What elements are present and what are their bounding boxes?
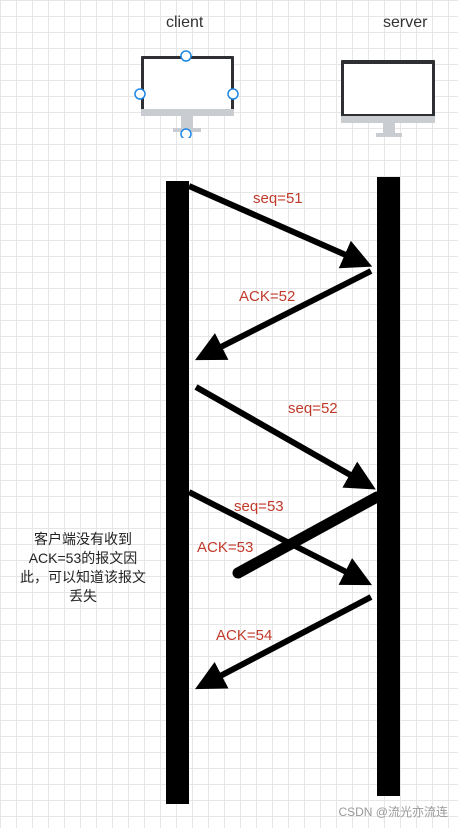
resize-handle-left xyxy=(134,88,146,100)
resize-handle-top xyxy=(180,50,192,62)
resize-handle-right xyxy=(227,88,239,100)
label-seq51: seq=51 xyxy=(253,190,303,207)
label-ack52: ACK=52 xyxy=(239,288,296,305)
label-seq53: seq=53 xyxy=(234,498,284,515)
note-line-2: ACK=53的报文因 xyxy=(28,550,138,566)
loss-note: 客户端没有收到 ACK=53的报文因 此，可以知道该报文 丢失 xyxy=(8,530,158,606)
note-line-3: 此，可以知道该报文 xyxy=(20,569,146,585)
server-label: server xyxy=(383,14,428,31)
message-arrow-seq52[interactable] xyxy=(194,384,376,490)
message-arrow-ack52[interactable] xyxy=(194,268,373,361)
server-monitor-icon[interactable] xyxy=(339,58,439,140)
server-lifeline xyxy=(377,177,400,796)
client-monitor-icon[interactable] xyxy=(133,48,243,138)
message-arrow-seq51[interactable] xyxy=(187,183,373,269)
client-lifeline xyxy=(166,181,189,804)
label-ack54: ACK=54 xyxy=(216,627,273,644)
csdn-watermark: CSDN @流光亦流连 xyxy=(338,805,448,819)
message-arrow-seq53[interactable] xyxy=(187,489,373,586)
note-line-1: 客户端没有收到 xyxy=(34,531,132,547)
message-arrow-ack54[interactable] xyxy=(195,594,373,690)
label-ack53: ACK=53 xyxy=(197,539,254,556)
resize-handle-bottom xyxy=(180,128,192,138)
client-label: client xyxy=(166,14,204,31)
note-line-4: 丢失 xyxy=(69,588,97,604)
label-seq52: seq=52 xyxy=(288,400,338,417)
message-arrow-ack53-lost[interactable] xyxy=(232,491,383,579)
